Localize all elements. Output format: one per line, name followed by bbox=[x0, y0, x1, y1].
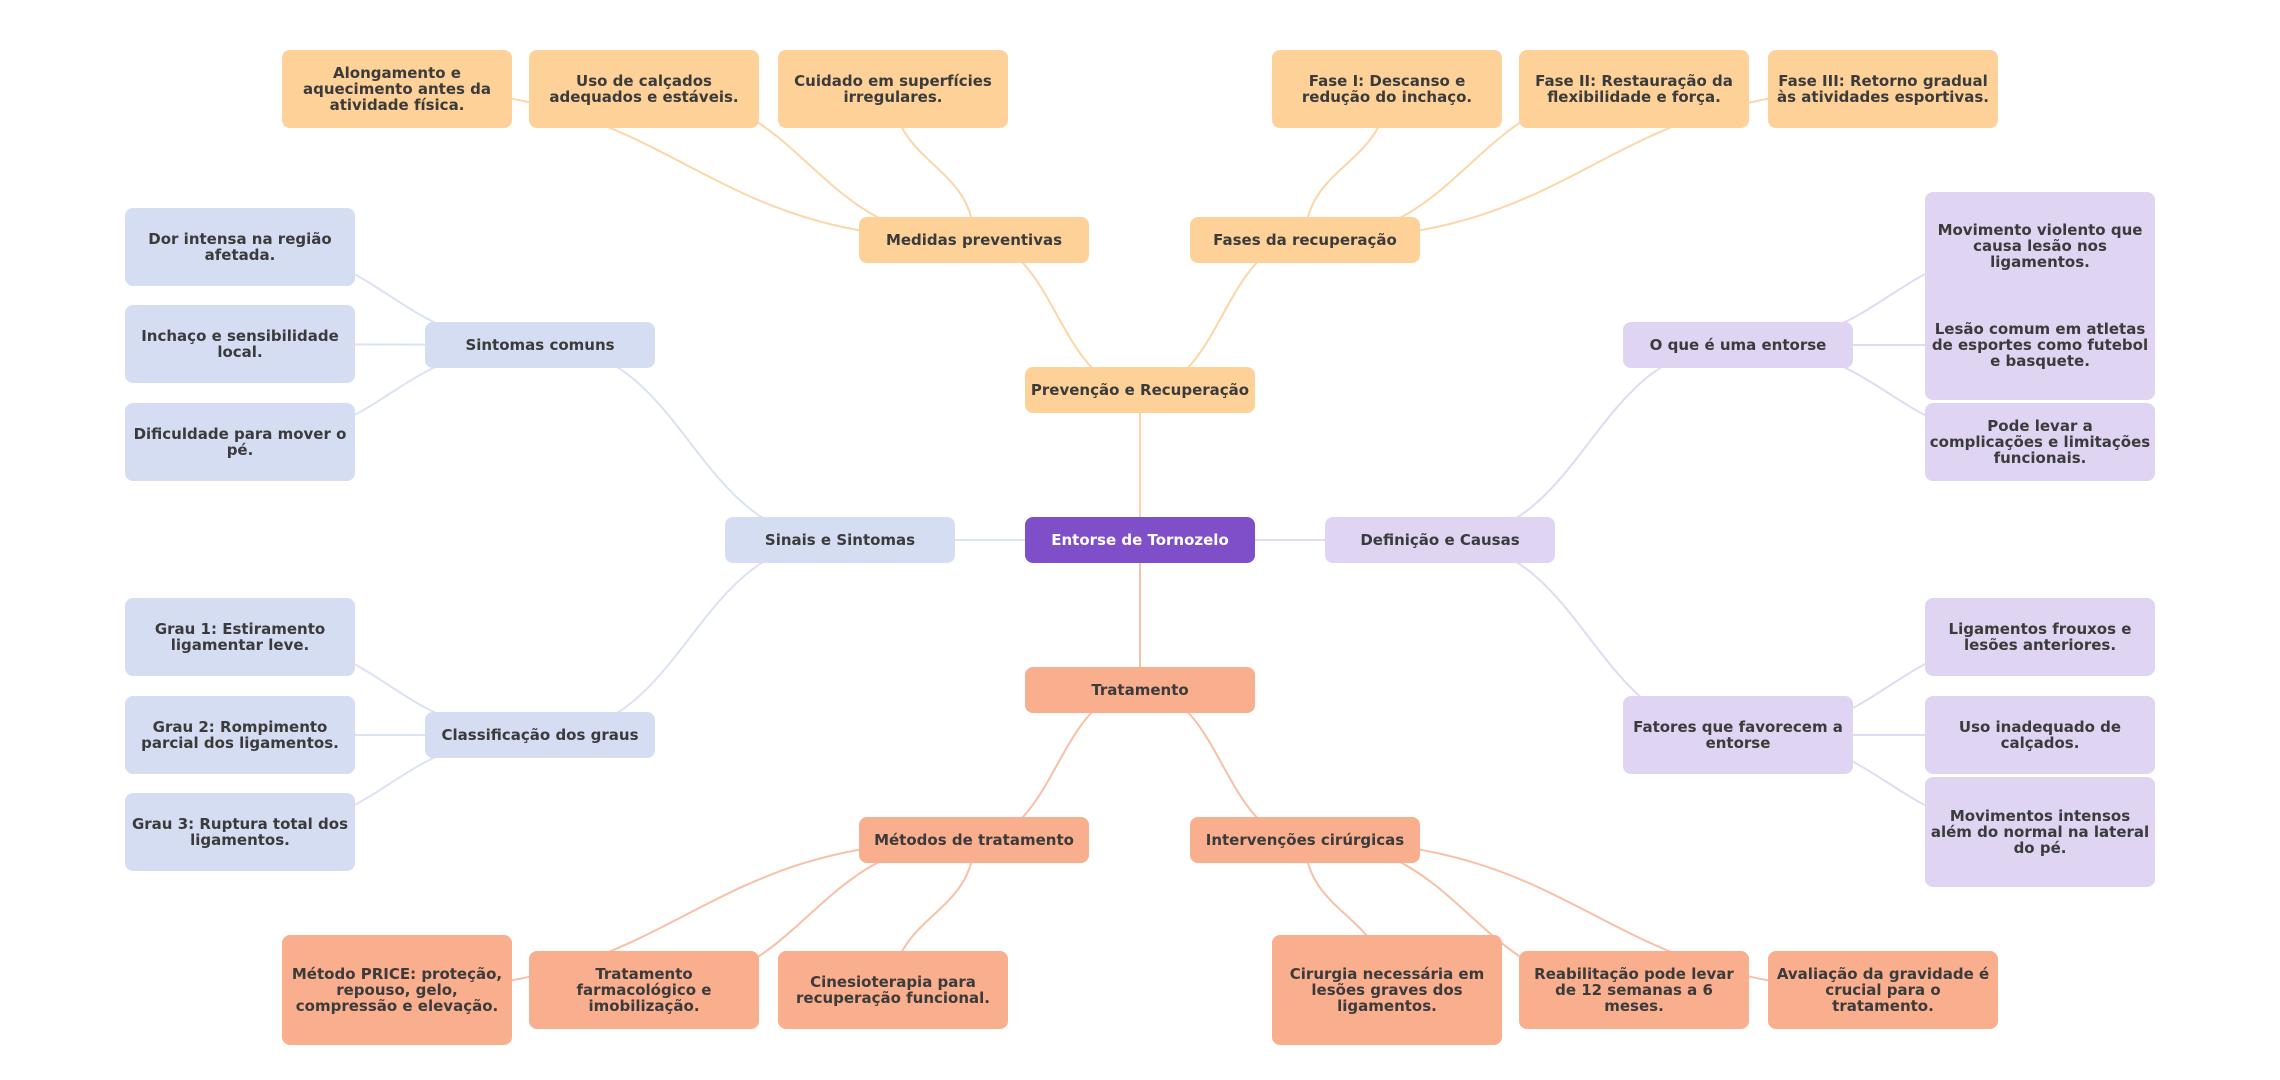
leaf-node[interactable]: Ligamentos frouxos e lesões anteriores. bbox=[1925, 598, 2155, 676]
root-node[interactable]: Entorse de Tornozelo bbox=[1025, 517, 1255, 563]
leaf-node[interactable]: Alongamento e aquecimento antes da ativi… bbox=[282, 50, 512, 128]
leaf-node[interactable]: Inchaço e sensibilidade local. bbox=[125, 305, 355, 383]
topic-medidas-preventivas[interactable]: Medidas preventivas bbox=[859, 217, 1089, 263]
leaf-node[interactable]: Uso de calçados adequados e estáveis. bbox=[529, 50, 759, 128]
leaf-node[interactable]: Fase I: Descanso e redução do inchaço. bbox=[1272, 50, 1502, 128]
leaf-node[interactable]: Tratamento farmacológico e imobilização. bbox=[529, 951, 759, 1029]
connector bbox=[539, 539, 841, 736]
branch-sinais-sintomas[interactable]: Sinais e Sintomas bbox=[725, 517, 955, 563]
leaf-node[interactable]: Cinesioterapia para recuperação funciona… bbox=[778, 951, 1008, 1029]
leaf-node[interactable]: Grau 2: Rompimento parcial dos ligamento… bbox=[125, 696, 355, 774]
topic-metodos-tratamento[interactable]: Métodos de tratamento bbox=[859, 817, 1089, 863]
leaf-node[interactable]: Pode levar a complicações e limitações f… bbox=[1925, 403, 2155, 481]
leaf-node[interactable]: Cuidado em superfícies irregulares. bbox=[778, 50, 1008, 128]
leaf-node[interactable]: Lesão comum em atletas de esportes como … bbox=[1925, 290, 2155, 400]
leaf-node[interactable]: Dificuldade para mover o pé. bbox=[125, 403, 355, 481]
topic-fatores-favorecem[interactable]: Fatores que favorecem a entorse bbox=[1623, 696, 1853, 774]
branch-prevencao-recuperacao[interactable]: Prevenção e Recuperação bbox=[1025, 367, 1255, 413]
leaf-node[interactable]: Fase II: Restauração da flexibilidade e … bbox=[1519, 50, 1749, 128]
leaf-node[interactable]: Movimentos intensos além do normal na la… bbox=[1925, 777, 2155, 887]
leaf-node[interactable]: Grau 1: Estiramento ligamentar leve. bbox=[125, 598, 355, 676]
leaf-node[interactable]: Movimento violento que causa lesão nos l… bbox=[1925, 192, 2155, 302]
branch-definicao-causas[interactable]: Definição e Causas bbox=[1325, 517, 1555, 563]
leaf-node[interactable]: Cirurgia necessária em lesões graves dos… bbox=[1272, 935, 1502, 1045]
branch-tratamento[interactable]: Tratamento bbox=[1025, 667, 1255, 713]
leaf-node[interactable]: Fase III: Retorno gradual às atividades … bbox=[1768, 50, 1998, 128]
topic-o-que-e-entorse[interactable]: O que é uma entorse bbox=[1623, 322, 1853, 368]
leaf-node[interactable]: Avaliação da gravidade é crucial para o … bbox=[1768, 951, 1998, 1029]
leaf-node[interactable]: Uso inadequado de calçados. bbox=[1925, 696, 2155, 774]
leaf-node[interactable]: Dor intensa na região afetada. bbox=[125, 208, 355, 286]
topic-classificacao-graus[interactable]: Classificação dos graus bbox=[425, 712, 655, 758]
connector bbox=[1439, 344, 1739, 541]
leaf-node[interactable]: Reabilitação pode levar de 12 semanas a … bbox=[1519, 951, 1749, 1029]
connector bbox=[539, 344, 841, 541]
topic-intervencoes-cirurgicas[interactable]: Intervenções cirúrgicas bbox=[1190, 817, 1420, 863]
leaf-node[interactable]: Grau 3: Ruptura total dos ligamentos. bbox=[125, 793, 355, 871]
topic-sintomas-comuns[interactable]: Sintomas comuns bbox=[425, 322, 655, 368]
topic-fases-recuperacao[interactable]: Fases da recuperação bbox=[1190, 217, 1420, 263]
leaf-node[interactable]: Método PRICE: proteção, repouso, gelo, c… bbox=[282, 935, 512, 1045]
